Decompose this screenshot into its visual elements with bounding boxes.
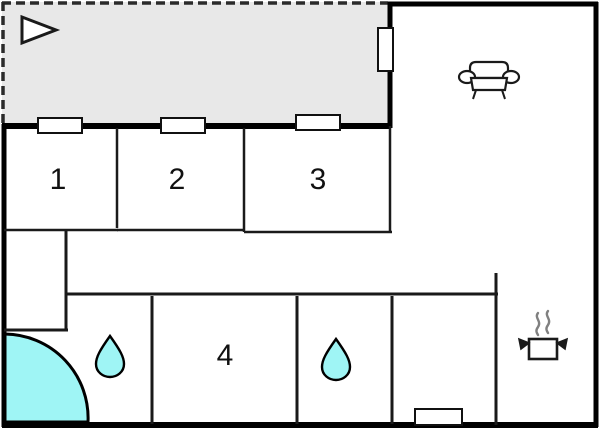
sofa-leg-left [472, 89, 477, 100]
window-top-3[interactable] [295, 114, 341, 131]
pot-handle-left [517, 337, 531, 351]
corridor-walls [4, 230, 498, 425]
room-label-3: 3 [310, 163, 327, 196]
bedroom-block-walls [4, 126, 392, 234]
north-arrow-icon [20, 14, 61, 46]
terrace-area [1, 1, 388, 124]
droplet-shape [94, 333, 126, 379]
pot-body [527, 337, 559, 361]
droplet-shape [320, 336, 352, 382]
sofa-icon [457, 60, 521, 100]
water-droplet-icon-left [94, 333, 126, 379]
cooking-pot-icon [517, 309, 569, 361]
window-top-2[interactable] [160, 117, 206, 134]
steam-wisp-left [535, 311, 541, 337]
sofa-leg-right [501, 89, 506, 100]
door-bottom[interactable] [414, 408, 463, 426]
pool-quarter-circle [3, 332, 90, 424]
room-label-2: 2 [169, 163, 186, 196]
terrace-fill [2, 2, 388, 124]
window-right-side[interactable] [377, 27, 394, 72]
bottom-room-dividers [150, 296, 394, 424]
room-label-4: 4 [217, 339, 234, 372]
pot-handle-right [555, 337, 569, 351]
openings-group [37, 27, 463, 426]
window-top-1[interactable] [37, 117, 83, 134]
sofa-seat [469, 76, 509, 92]
room-label-1: 1 [50, 163, 67, 196]
sofa-backrest [468, 60, 510, 80]
steam-wisp-right [545, 309, 551, 335]
north-arrow-triangle [20, 14, 61, 46]
pool-shape [3, 332, 90, 424]
water-droplet-icon-right [320, 336, 352, 382]
